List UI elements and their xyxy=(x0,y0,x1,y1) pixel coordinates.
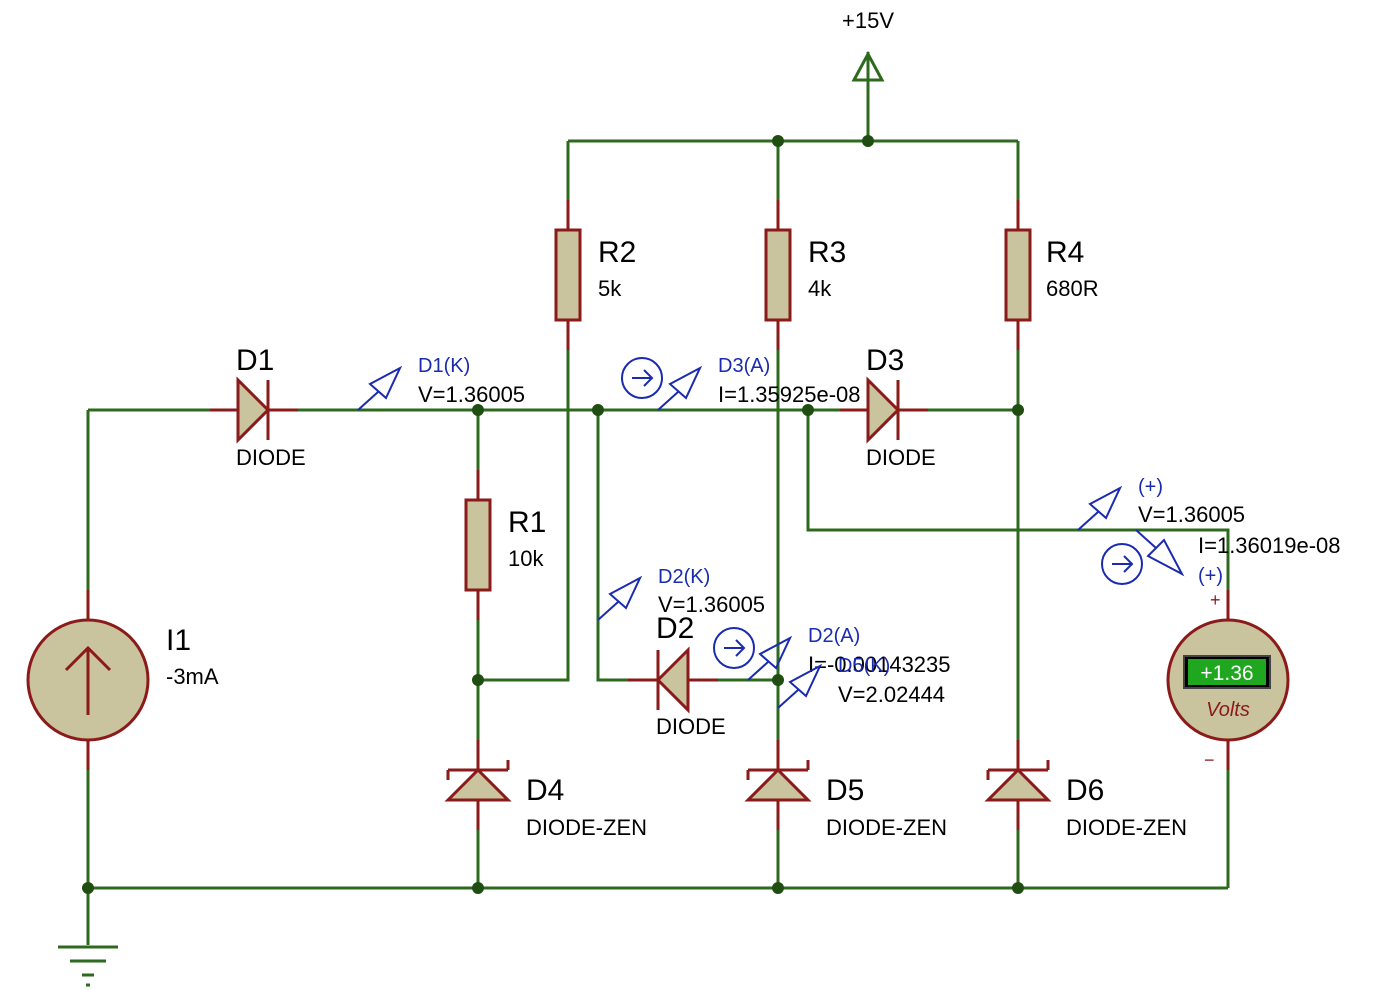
r3-ref: R3 xyxy=(808,236,846,269)
probe-d2a-reading: I=-0.00143235 xyxy=(808,652,951,677)
r4-value: 680R xyxy=(1046,276,1099,301)
supply-terminal[interactable]: +15V xyxy=(842,8,894,82)
node xyxy=(82,882,94,894)
i1-ref: I1 xyxy=(166,624,191,657)
r2-value: 5k xyxy=(598,276,622,301)
supply-label: +15V xyxy=(842,8,894,33)
voltage-probe-d1k[interactable]: D1(K) V=1.36005 xyxy=(357,355,525,411)
current-probe-d3a[interactable]: D3(A) I=1.35925e-08 xyxy=(621,355,861,411)
node xyxy=(772,135,784,147)
node xyxy=(862,135,874,147)
current-source-i1[interactable]: I1 -3mA xyxy=(26,590,219,770)
d1-ref: D1 xyxy=(236,344,274,377)
current-probe-icon xyxy=(1101,543,1143,585)
probe-d5k-name: D5(K) xyxy=(838,655,890,677)
resistor-r3[interactable]: R3 4k xyxy=(764,200,846,350)
voltmeter[interactable]: +1.36 Volts + − xyxy=(1166,590,1290,770)
d3-value: DIODE xyxy=(866,445,936,470)
voltmeter-unit: Volts xyxy=(1206,699,1250,721)
junction-nodes xyxy=(82,135,1024,894)
probe-d2k-name: D2(K) xyxy=(658,566,710,588)
probe-vplus-name: (+) xyxy=(1138,476,1163,498)
voltage-probe-meter-plus[interactable]: (+) V=1.36005 xyxy=(1077,476,1245,531)
voltmeter-plus: + xyxy=(1210,590,1221,610)
node xyxy=(472,674,484,686)
d4-value: DIODE-ZEN xyxy=(526,815,647,840)
probe-d2k-reading: V=1.36005 xyxy=(658,592,765,617)
probe-arrow-icon xyxy=(788,663,823,698)
d5-ref: D5 xyxy=(826,774,864,807)
r4-ref: R4 xyxy=(1046,236,1084,269)
resistor-r1[interactable]: R1 10k xyxy=(464,470,546,620)
node xyxy=(472,882,484,894)
probe-d5k-reading: V=2.02444 xyxy=(838,682,945,707)
d3-ref: D3 xyxy=(866,344,904,377)
r2-ref: R2 xyxy=(598,236,636,269)
current-probe-meter-plus[interactable]: I=1.36019e-08 (+) xyxy=(1101,529,1341,587)
r1-value: 10k xyxy=(508,546,544,571)
zener-d6[interactable]: D6 DIODE-ZEN xyxy=(984,740,1187,840)
voltmeter-reading: +1.36 xyxy=(1200,662,1253,685)
current-probe-icon xyxy=(713,627,755,669)
probe-d3a-reading: I=1.35925e-08 xyxy=(718,382,861,407)
node xyxy=(772,882,784,894)
probe-arrow-icon xyxy=(357,391,379,411)
d2-value: DIODE xyxy=(656,714,726,739)
d5-value: DIODE-ZEN xyxy=(826,815,947,840)
diode-d1[interactable]: D1 DIODE xyxy=(210,344,306,470)
probe-iplus-reading: I=1.36019e-08 xyxy=(1198,533,1341,558)
node xyxy=(1012,404,1024,416)
d4-ref: D4 xyxy=(526,774,564,807)
node xyxy=(802,404,814,416)
voltmeter-lcd xyxy=(1188,659,1266,685)
node xyxy=(592,404,604,416)
probe-arrow-icon xyxy=(608,575,643,610)
ground-symbol[interactable] xyxy=(58,945,118,987)
d6-ref: D6 xyxy=(1066,774,1104,807)
r1-ref: R1 xyxy=(508,506,546,539)
probe-d1k-reading: V=1.36005 xyxy=(418,382,525,407)
diode-d2[interactable]: D2 DIODE xyxy=(628,612,726,739)
voltage-probe-d5k[interactable]: D5(K) V=2.02444 xyxy=(777,655,945,709)
node xyxy=(472,404,484,416)
probe-arrow-icon xyxy=(1088,485,1123,520)
wires xyxy=(86,80,1230,945)
current-probe-icon xyxy=(621,357,663,399)
d1-value: DIODE xyxy=(236,445,306,470)
diode-d3[interactable]: D3 DIODE xyxy=(840,344,936,470)
node xyxy=(772,674,784,686)
probe-iplus-name: (+) xyxy=(1198,565,1223,587)
i1-value: -3mA xyxy=(166,664,219,689)
zener-d5[interactable]: D5 DIODE-ZEN xyxy=(744,740,947,840)
current-probe-d2a[interactable]: D2(A) I=-0.00143235 xyxy=(713,625,951,681)
resistor-r2[interactable]: R2 5k xyxy=(554,200,636,350)
d6-value: DIODE-ZEN xyxy=(1066,815,1187,840)
probe-vplus-reading: V=1.36005 xyxy=(1138,502,1245,527)
probe-d1k-name: D1(K) xyxy=(418,355,470,377)
voltage-probe-d2k[interactable]: D2(K) V=1.36005 xyxy=(597,566,765,621)
resistor-r4[interactable]: R4 680R xyxy=(1004,200,1099,350)
probe-d3a-name: D3(A) xyxy=(718,355,770,377)
voltmeter-minus: − xyxy=(1204,750,1215,770)
d2-ref: D2 xyxy=(656,612,694,645)
r3-value: 4k xyxy=(808,276,832,301)
zener-d4[interactable]: D4 DIODE-ZEN xyxy=(444,740,647,840)
probe-d2a-name: D2(A) xyxy=(808,625,860,647)
node xyxy=(1012,882,1024,894)
